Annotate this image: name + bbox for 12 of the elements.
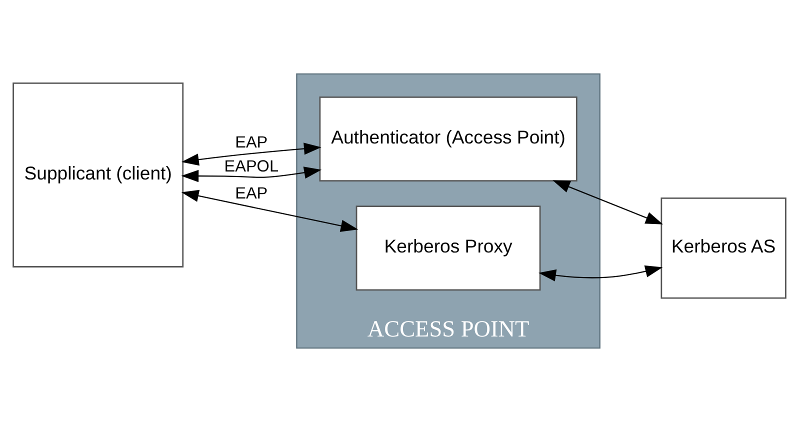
- node-box: Kerberos Proxy: [356, 205, 541, 290]
- arrow: [538, 264, 663, 281]
- node-box: Supplicant (client): [12, 82, 184, 267]
- edge-label: EAP: [235, 184, 268, 202]
- arrow: [181, 142, 322, 166]
- arrow: [552, 180, 663, 224]
- edge-label: EAPOL: [224, 157, 279, 176]
- node-box: Authenticator (Access Point): [319, 96, 578, 181]
- edge-label: EAP: [235, 132, 268, 151]
- node-box: Kerberos AS: [660, 197, 786, 298]
- arrow: [181, 166, 322, 182]
- arrow: [181, 189, 358, 232]
